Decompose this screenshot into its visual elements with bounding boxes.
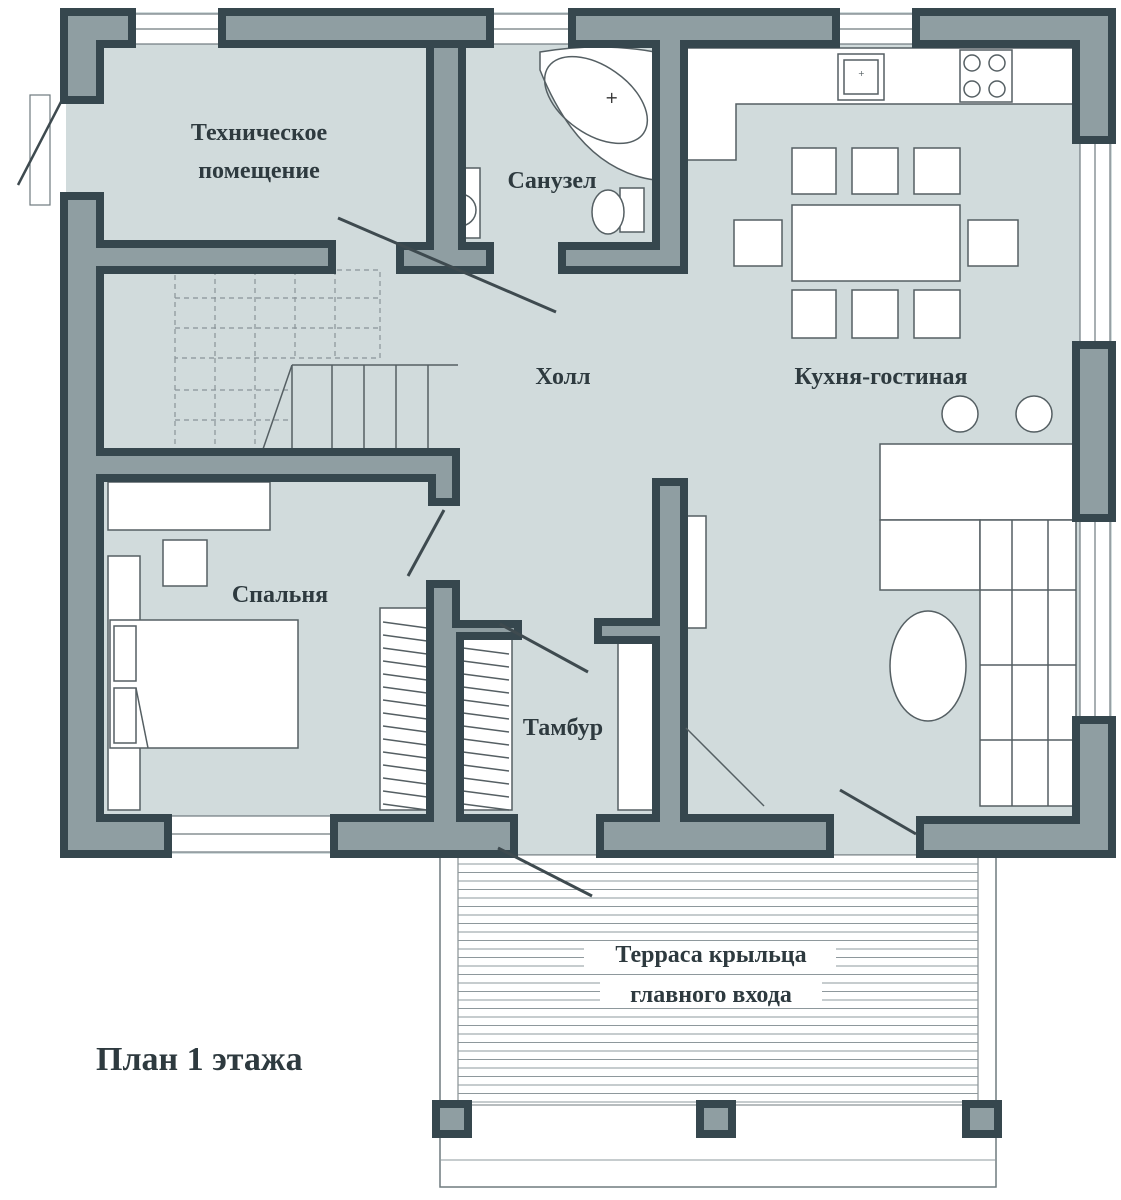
label-kitchen-living: Кухня-гостиная — [795, 364, 968, 390]
decor-line — [382, 660, 428, 668]
label-technical-room-line1: Техническое — [191, 120, 328, 146]
windows — [16, 13, 1111, 853]
decor-line — [382, 686, 428, 694]
label-terrace-line2: главного входа — [630, 982, 792, 1008]
decor-line — [462, 673, 510, 681]
svg-text:+: + — [605, 88, 618, 107]
decor-line — [462, 751, 510, 759]
decor-line — [382, 621, 428, 629]
decor-line — [462, 699, 510, 707]
decor-line — [382, 673, 428, 681]
decor-line — [462, 738, 510, 746]
walls — [60, 8, 1116, 858]
label-hall: Холл — [535, 364, 590, 390]
terrace-posts — [432, 1100, 1002, 1138]
decor-line — [462, 764, 510, 772]
decor-line — [382, 712, 428, 720]
decor-line — [462, 803, 510, 811]
decor-line — [382, 751, 428, 759]
living-furniture — [879, 443, 1077, 807]
decor-line — [462, 647, 510, 655]
label-bedroom: Спальня — [232, 582, 328, 608]
decor-line — [382, 777, 428, 785]
label-bathroom: Санузел — [508, 168, 597, 194]
decor-line — [462, 777, 510, 785]
decor-line — [382, 647, 428, 655]
decor-line — [462, 790, 510, 798]
doors — [337, 216, 917, 898]
decor-line — [382, 803, 428, 811]
decor-line — [462, 712, 510, 720]
decor-line — [382, 699, 428, 707]
bathroom-fixtures: + + — [439, 46, 656, 239]
terrace-deck — [439, 854, 997, 1188]
label-terrace-line1: Терраса крыльца — [615, 942, 806, 968]
decor-line — [382, 725, 428, 733]
label-technical-room-line2: помещение — [198, 158, 320, 184]
decor-line — [382, 790, 428, 798]
decor-line — [382, 634, 428, 642]
bedroom-furniture — [107, 481, 513, 811]
svg-text:+: + — [858, 69, 865, 78]
decor-line — [462, 660, 510, 668]
dining-set — [733, 147, 1053, 433]
decor-line — [382, 764, 428, 772]
kitchen-counter: + — [683, 47, 1075, 161]
decor-line — [382, 738, 428, 746]
plan-title: План 1 этажа — [96, 1041, 303, 1078]
label-vestibule: Тамбур — [523, 715, 603, 741]
decor-line — [462, 686, 510, 694]
decor-line — [462, 725, 510, 733]
